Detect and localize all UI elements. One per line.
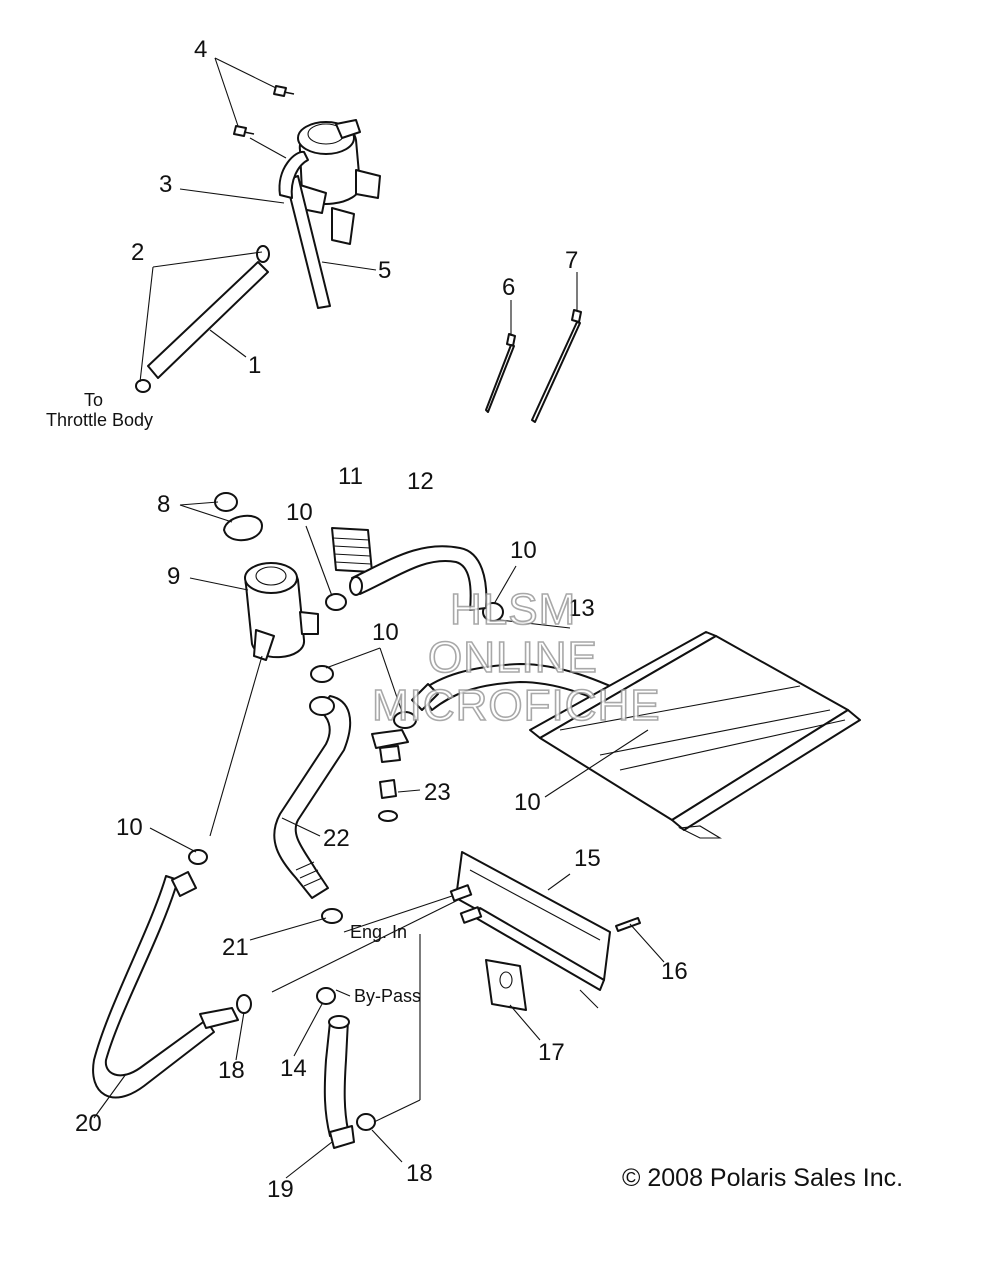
- watermark: HLSM ONLINE MICROFICHE: [371, 584, 661, 731]
- callout-10: 10: [116, 814, 143, 841]
- part-16-fastener: [579, 917, 665, 1009]
- part-9-reservoir: [189, 562, 319, 661]
- part-17-grommet: [485, 959, 541, 1041]
- watermark-line-1: HLSM: [450, 585, 576, 634]
- diagram-notes: To Throttle Body Eng. In By-Pass: [46, 390, 421, 1006]
- callout-7: 7: [565, 247, 578, 274]
- note-eng-in: Eng. In: [350, 922, 407, 942]
- callout-18: 18: [406, 1160, 433, 1187]
- part-15-bracket: [449, 851, 611, 991]
- part-12-hose: [349, 545, 488, 611]
- callout-15: 15: [574, 845, 601, 872]
- part-20-hose: [92, 871, 239, 1099]
- callout-18: 18: [218, 1057, 245, 1084]
- callout-22: 22: [323, 825, 350, 852]
- part-19-elbow: [323, 1015, 355, 1149]
- part-22-hose: [273, 695, 352, 899]
- note-by-pass: By-Pass: [354, 986, 421, 1006]
- part-3-bracket: [278, 150, 309, 199]
- callout-13: 13: [568, 595, 595, 622]
- part-reservoir-top: [297, 119, 381, 245]
- callout-4: 4: [194, 36, 207, 63]
- part-8-cap: [179, 492, 263, 542]
- part-11-bellows: [331, 527, 373, 573]
- part-21-clamp: [321, 908, 343, 924]
- leaders-lower: [93, 525, 649, 1179]
- callout-numbers: 4 3 2 5 1 6 7 8 10 11 12 10 9 13 10 23 1…: [75, 36, 688, 1203]
- part-23-thermostat: [371, 729, 421, 822]
- part-6-strap: [485, 300, 516, 413]
- callout-3: 3: [159, 171, 172, 198]
- callout-12: 12: [407, 468, 434, 495]
- callout-10: 10: [514, 789, 541, 816]
- callout-23: 23: [424, 779, 451, 806]
- callout-8: 8: [157, 491, 170, 518]
- callout-21: 21: [222, 934, 249, 961]
- part-7-strap: [531, 272, 582, 423]
- part-14-clamp: [316, 987, 336, 1005]
- radiator-panel: [529, 631, 861, 839]
- part-18-clamps: [236, 994, 376, 1131]
- note-to: To: [84, 390, 103, 410]
- callout-19: 19: [267, 1176, 294, 1203]
- callout-16: 16: [661, 958, 688, 985]
- copyright-notice: © 2008 Polaris Sales Inc.: [622, 1164, 903, 1192]
- callout-6: 6: [502, 274, 515, 301]
- callout-20: 20: [75, 1110, 102, 1137]
- callout-10: 10: [286, 499, 313, 526]
- callout-1: 1: [248, 352, 261, 379]
- callout-17: 17: [538, 1039, 565, 1066]
- part-1-hose: [135, 245, 270, 393]
- watermark-line-3: MICROFICHE: [372, 681, 661, 730]
- callout-10: 10: [510, 537, 537, 564]
- watermark-line-2: ONLINE: [428, 633, 598, 682]
- callout-11: 11: [338, 463, 363, 490]
- note-throttle-body: Throttle Body: [46, 410, 153, 430]
- callout-10: 10: [372, 619, 399, 646]
- callout-2: 2: [131, 239, 144, 266]
- callout-9: 9: [167, 563, 180, 590]
- callout-14: 14: [280, 1055, 307, 1082]
- callout-5: 5: [378, 257, 391, 284]
- part-4-screws: [233, 85, 295, 137]
- leaders-upper: [139, 57, 377, 383]
